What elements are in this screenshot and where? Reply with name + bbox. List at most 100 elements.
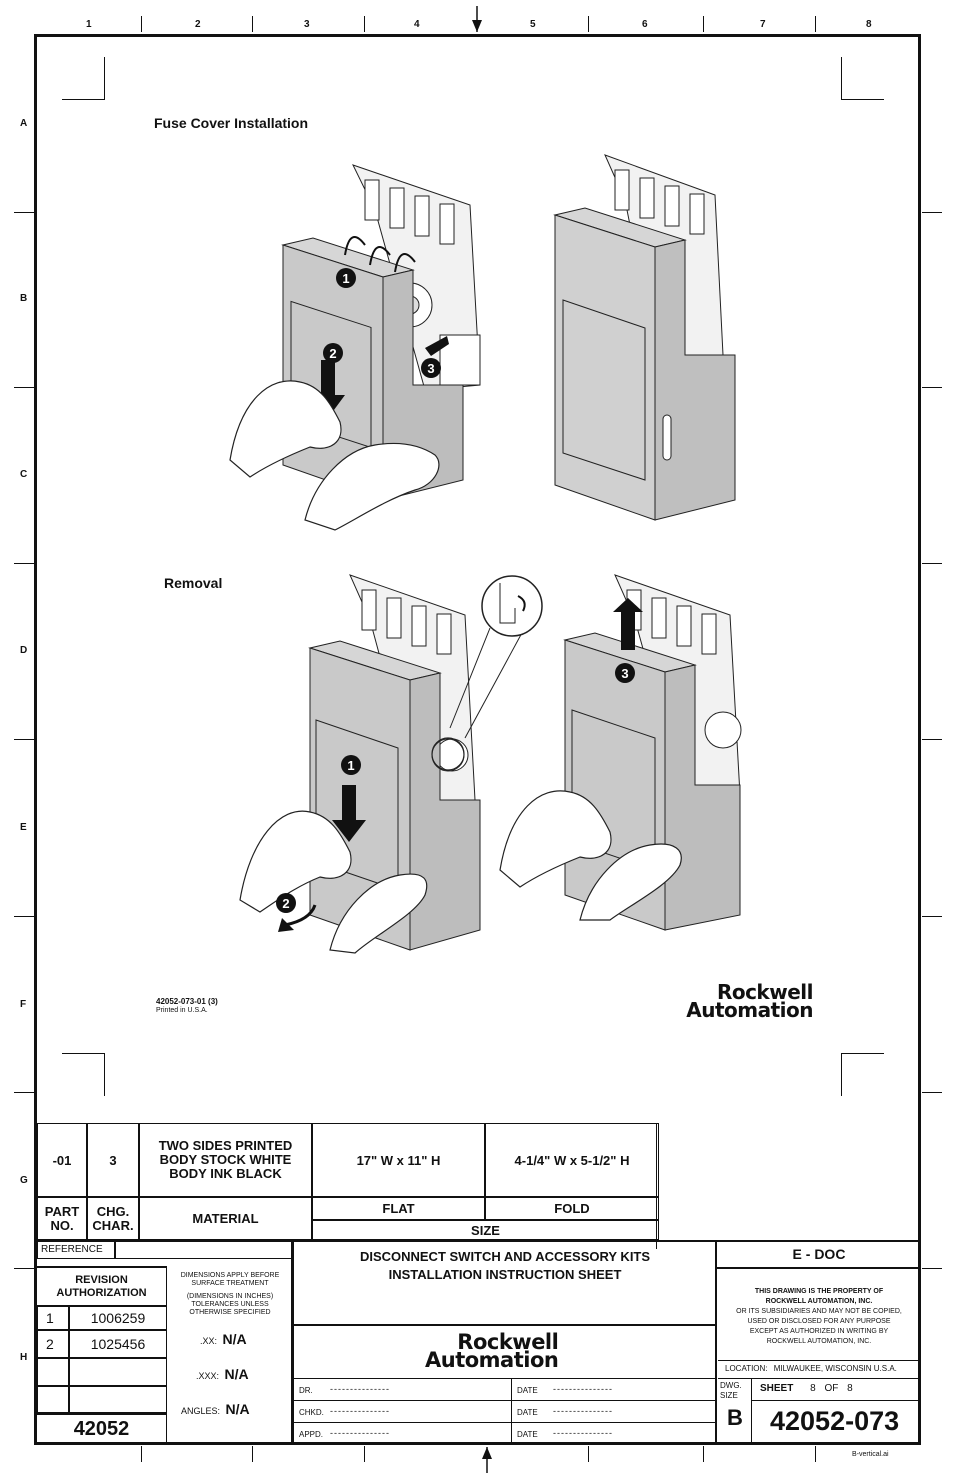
zone-row-a: A — [20, 118, 28, 129]
reference-value — [115, 1241, 292, 1259]
flat-header: FLAT — [312, 1197, 485, 1220]
tick — [922, 1268, 942, 1269]
sheet-label: SHEET — [760, 1383, 794, 1394]
notice-line: ROCKWELL AUTOMATION, INC. — [766, 1338, 872, 1345]
callout-3-icon: 3 — [421, 358, 441, 378]
drawing-number: 42052-073 — [770, 1406, 900, 1436]
doc-title: DISCONNECT SWITCH AND ACCESSORY KITS INS… — [294, 1248, 716, 1284]
signoff-dr-value: --------------- — [330, 1384, 390, 1394]
doc-title-line: DISCONNECT SWITCH AND ACCESSORY KITS — [359, 1249, 651, 1264]
flat-size-value: 17" W x 11" H — [312, 1123, 485, 1197]
label-line: SIZE — [720, 1391, 738, 1400]
part-no-header: PART NO. — [37, 1197, 87, 1240]
tick — [14, 1268, 34, 1269]
svg-text:2: 2 — [282, 896, 289, 911]
doc-type: E - DOC — [717, 1241, 921, 1269]
zone-row-f: F — [20, 999, 27, 1010]
reference-label: REFERENCE — [37, 1241, 115, 1259]
svg-text:1: 1 — [342, 271, 349, 286]
tick — [703, 1446, 704, 1462]
svg-text:1: 1 — [347, 758, 354, 773]
callout-1-icon: 1 — [336, 268, 356, 288]
tick — [14, 739, 34, 740]
header-line: CHAR. — [92, 1217, 134, 1233]
tick — [922, 916, 942, 917]
tick — [14, 212, 34, 213]
logo-line-2: Automation — [686, 997, 813, 1022]
zone-col-3: 3 — [304, 19, 310, 30]
callout-2-icon: 2 — [323, 343, 343, 363]
dimension-notes: DIMENSIONS APPLY BEFORE SURFACE TREATMEN… — [168, 1272, 292, 1317]
header-line: NO. — [50, 1217, 74, 1233]
revision-auth: 1006259 — [69, 1306, 167, 1330]
notice-line: USED OR DISCLOSED FOR ANY PURPOSE — [747, 1318, 891, 1325]
revision-num-empty — [37, 1358, 69, 1386]
detail-magnifier-illustration — [431, 575, 543, 771]
crop-mark — [62, 57, 105, 100]
signoff-appd-date: --------------- — [553, 1428, 613, 1438]
sheet-total: 8 — [847, 1383, 853, 1394]
tick — [252, 1446, 253, 1462]
tick — [815, 16, 816, 32]
note-line: DIMENSIONS APPLY BEFORE — [180, 1272, 280, 1279]
center-mark-arrow-icon — [482, 1447, 492, 1473]
tick — [364, 1446, 365, 1462]
signoff-appd-label: APPD. — [299, 1430, 324, 1439]
signoff-dr-label: DR. — [299, 1386, 313, 1395]
zone-row-g: G — [20, 1175, 28, 1186]
revision-num-empty — [37, 1386, 69, 1413]
header-line: CHG. — [96, 1203, 130, 1219]
dwg-size-value: B — [727, 1405, 743, 1430]
chg-char-header: CHG. CHAR. — [87, 1197, 139, 1240]
center-mark-arrow-icon — [472, 6, 482, 32]
zone-col-8: 8 — [866, 19, 872, 30]
zone-col-4: 4 — [414, 19, 420, 30]
notice-line: THIS DRAWING IS THE PROPERTY OF — [754, 1288, 884, 1295]
logo-line-2: Automation — [425, 1348, 559, 1373]
svg-text:3: 3 — [427, 361, 434, 376]
tick — [14, 387, 34, 388]
location-value: MILWAUKEE, WISCONSIN U.S.A. — [773, 1364, 897, 1373]
sheet-of: OF — [824, 1383, 839, 1394]
tick — [14, 563, 34, 564]
file-name: B-vertical.ai — [852, 1451, 889, 1458]
doc-title-line: INSTALLATION INSTRUCTION SHEET — [388, 1267, 622, 1282]
sheet-number: 8 — [810, 1383, 816, 1394]
removal-section-title: Removal — [164, 575, 223, 591]
callout-2-icon: 2 — [276, 893, 296, 913]
part-number: 42052 — [37, 1413, 167, 1444]
tick — [252, 16, 253, 32]
location-label: LOCATION: — [725, 1364, 768, 1373]
dwg-size-label: DWG. SIZE — [720, 1381, 742, 1401]
signoff-chkd-date-label: DATE — [517, 1408, 538, 1417]
revision-auth-empty — [69, 1386, 167, 1413]
material-line: BODY STOCK WHITE — [159, 1152, 292, 1167]
signoff-chkd-date: --------------- — [553, 1406, 613, 1416]
tick — [364, 16, 365, 32]
tick — [141, 16, 142, 32]
tick — [922, 739, 942, 740]
sheet-info: SHEET 8 OF 8 — [760, 1383, 853, 1394]
material-line: TWO SIDES PRINTED — [158, 1138, 293, 1153]
print-part-ref: 42052-073-01 (3) — [156, 997, 218, 1006]
zone-col-5: 5 — [530, 19, 536, 30]
tick — [922, 387, 942, 388]
note-line: TOLERANCES UNLESS — [191, 1301, 269, 1308]
note-line: SURFACE TREATMENT — [191, 1280, 269, 1287]
lift-off-illustration: 3 — [499, 574, 742, 931]
dimension-notes-panel — [167, 1259, 292, 1444]
tick — [703, 16, 704, 32]
callout-1-icon: 1 — [341, 755, 361, 775]
tolerance-value: N/A — [224, 1366, 249, 1382]
tick — [815, 1446, 816, 1462]
chg-char-value: 3 — [87, 1123, 139, 1197]
installed-cover-illustration — [553, 154, 736, 521]
revision-num: 1 — [37, 1306, 69, 1330]
signoff-dr-date: --------------- — [553, 1384, 613, 1394]
zone-col-1: 1 — [86, 19, 92, 30]
zone-row-d: D — [20, 645, 28, 656]
callout-3-icon: 3 — [615, 663, 635, 683]
signoff-chkd-value: --------------- — [330, 1406, 390, 1416]
notice-line: OR ITS SUBSIDIARIES AND MAY NOT BE COPIE… — [736, 1308, 902, 1315]
tick — [922, 1092, 942, 1093]
